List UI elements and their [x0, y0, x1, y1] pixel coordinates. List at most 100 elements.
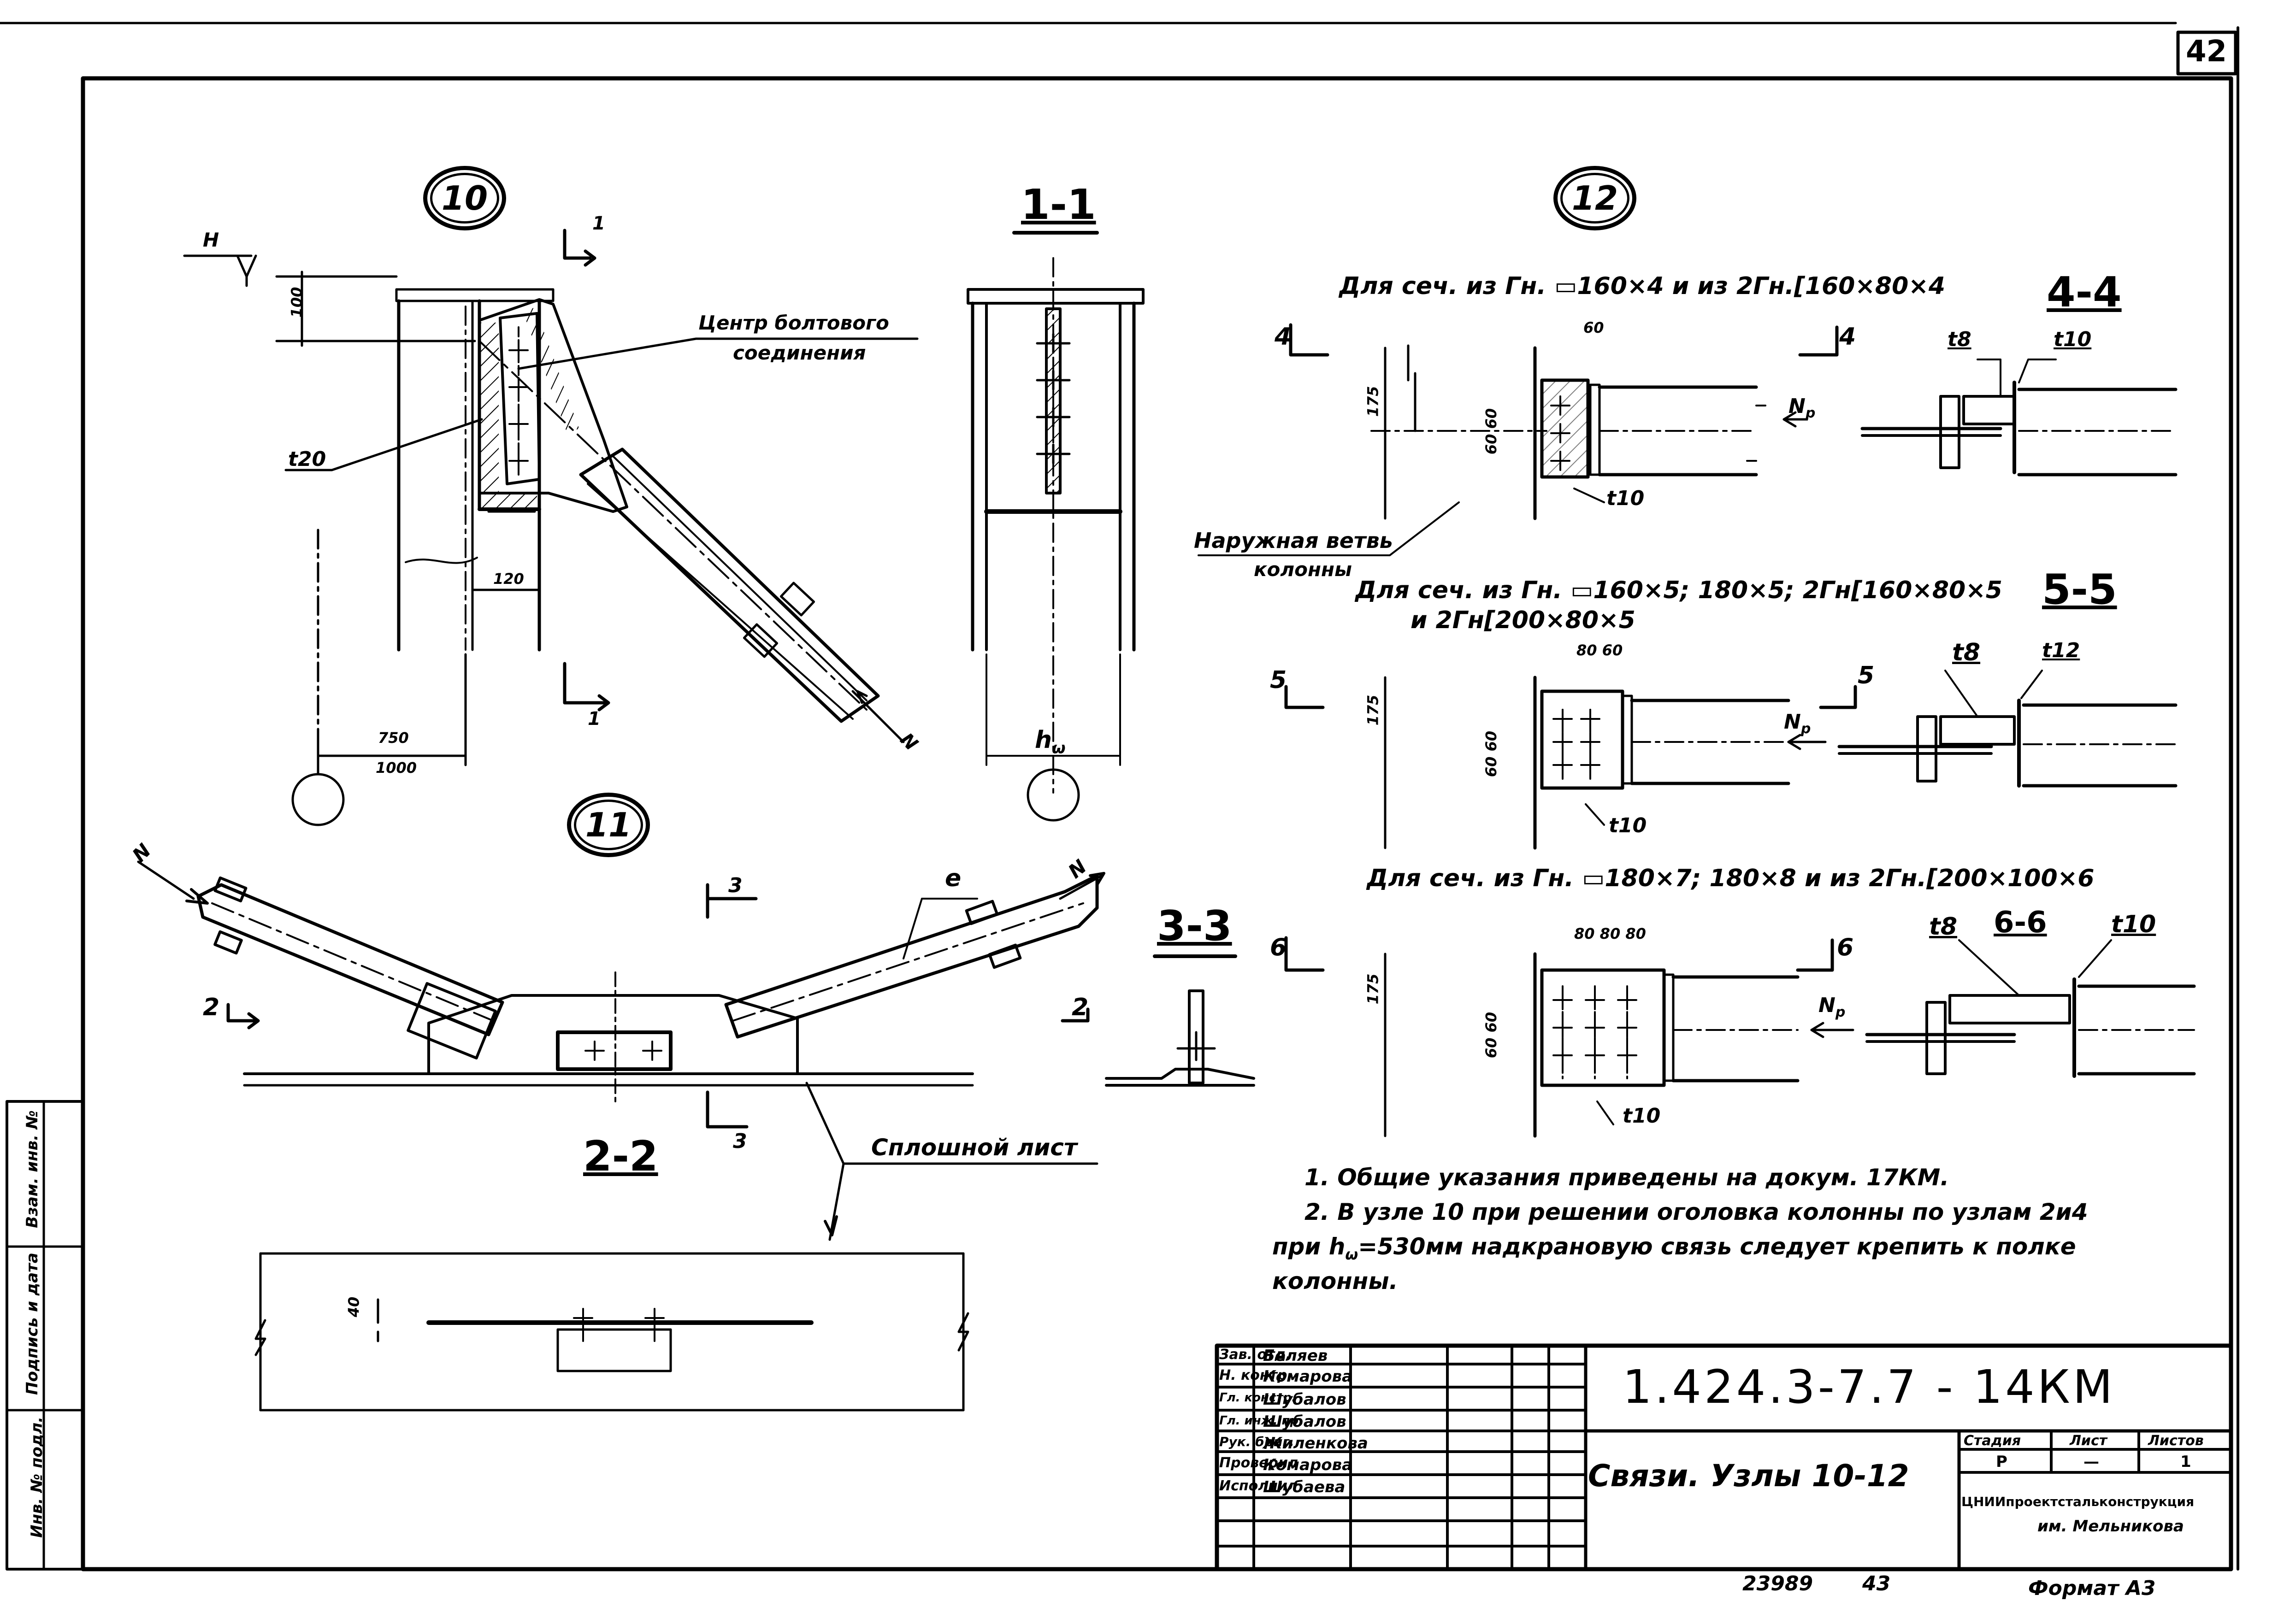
- role-2: Н. контр.: [1219, 1367, 1293, 1383]
- node-12-variant-1: [1198, 323, 1839, 556]
- role-5: Рук. бриг.: [1219, 1434, 1294, 1449]
- outer-branch-label-1: Наружная ветвь: [1194, 528, 1393, 553]
- v1-np-main: N: [1788, 394, 1806, 418]
- role-7: Исполнил: [1219, 1478, 1298, 1494]
- note-2b-rest: =530мм надкрановую связь следует крепить…: [1358, 1233, 2076, 1260]
- section-5-5-t8: t8: [1952, 639, 1981, 666]
- note-2b-sub: ω: [1345, 1246, 1358, 1263]
- node-12-marker: 12: [1553, 166, 1636, 230]
- node-10-marker: 10: [423, 166, 506, 230]
- side-stamp-sign: Подпись и дата: [23, 1253, 41, 1395]
- variant-3-caption: Для сеч. из Гн. ▭180×7; 180×8 и из 2Гн.[…: [1367, 865, 2095, 892]
- role-3: Гл. констр.: [1219, 1391, 1296, 1405]
- section-4-4-drawing: [1860, 359, 2178, 477]
- sheet-header: Лист: [2070, 1433, 2107, 1449]
- v1-dim-6060: 60 60: [1482, 408, 1500, 455]
- dim-100: 100: [288, 287, 306, 318]
- v2-np: Nр: [1784, 712, 1811, 736]
- drawing-title: Связи. Узлы 10-12: [1588, 1458, 1909, 1494]
- paper-format: Формат А3: [2028, 1577, 2156, 1600]
- cut-1-top: 1: [592, 213, 605, 234]
- name-5: Жиленкова: [1263, 1434, 1368, 1453]
- inventory-number: 23989: [1742, 1572, 1813, 1595]
- section-6-6-title: 6-6: [1994, 906, 2047, 940]
- section-2-2-title: 2-2: [583, 1132, 658, 1181]
- dim-1000: 1000: [376, 759, 417, 777]
- sheets-value: 1: [2180, 1453, 2191, 1471]
- sheet-frame: [0, 22, 2239, 1571]
- section-1-1-title: 1-1: [1021, 181, 1096, 229]
- section-6-6-t8: t8: [1929, 913, 1958, 941]
- role-4: Гл. инж. пр.: [1219, 1414, 1303, 1428]
- node-11-drawing: [137, 860, 1105, 1241]
- stage-value: Р: [1996, 1453, 2007, 1471]
- hw-main: h: [1035, 726, 1052, 754]
- note-1: 1. Общие указания приведены на докум. 17…: [1304, 1164, 1949, 1191]
- v3-np-sub: р: [1835, 1004, 1846, 1020]
- v2-t10: t10: [1609, 814, 1647, 837]
- cut-2-left: 2: [203, 994, 220, 1021]
- section-5-5-drawing: [1837, 670, 2178, 788]
- cut-6-right: 6: [1837, 934, 1854, 961]
- v2-dim-6060: 60 60: [1482, 730, 1500, 777]
- outer-branch-label-2: колонны: [1254, 558, 1352, 581]
- note-2a: 2. В узле 10 при решении оголовка колонн…: [1304, 1199, 2088, 1225]
- cut-2-right: 2: [1072, 994, 1089, 1021]
- sheet-number: 42: [2186, 35, 2227, 69]
- side-stamp-replace: Взам. инв. №: [23, 1110, 41, 1228]
- inventory-number-2: 43: [1862, 1572, 1891, 1595]
- section-3-3-title: 3-3: [1157, 902, 1232, 950]
- org-name-2: им. Мельникова: [2037, 1517, 2184, 1536]
- v3-np-main: N: [1818, 994, 1836, 1017]
- stage-header: Стадия: [1964, 1433, 2021, 1449]
- note-2b-main: при h: [1272, 1233, 1346, 1260]
- cut-1-bottom: 1: [588, 708, 601, 730]
- node-12-variant-3: [1284, 936, 1854, 1138]
- node-10-number: 10: [441, 179, 488, 218]
- org-name: ЦНИИпроектстальконструкция: [1961, 1494, 2195, 1509]
- v3-t10: t10: [1623, 1104, 1661, 1128]
- node-11-number: 11: [585, 806, 632, 844]
- section-6-6-t10: t10: [2111, 911, 2156, 938]
- node-10-drawing: [183, 229, 919, 826]
- role-6: Проверил: [1219, 1455, 1298, 1471]
- solid-sheet-label: Сплошной лист: [871, 1134, 1077, 1161]
- cut-3-top: 3: [728, 874, 743, 897]
- section-4-4-t8: t8: [1948, 328, 1971, 351]
- bolt-center-label-2: соединения: [733, 341, 866, 364]
- dim-40: 40: [345, 1296, 363, 1318]
- v1-np-sub: р: [1805, 405, 1816, 421]
- v2-dim-8060: 80 60: [1576, 641, 1623, 659]
- force-h-label: H: [203, 229, 219, 251]
- variant-2-caption-a: Для сеч. из Гн. ▭160×5; 180×5; 2Гн[160×8…: [1355, 577, 2002, 604]
- v2-np-sub: р: [1800, 720, 1811, 737]
- v1-t10: t10: [1606, 487, 1645, 510]
- section-6-6-drawing: [1865, 939, 2196, 1078]
- hw-sub: ω: [1052, 739, 1066, 758]
- section-4-4-title: 4-4: [2047, 268, 2122, 317]
- role-1: Зав. отд.: [1219, 1347, 1292, 1363]
- name-1: Беляев: [1263, 1347, 1328, 1365]
- cut-5-left: 5: [1270, 666, 1287, 694]
- sheets-header: Листов: [2148, 1433, 2204, 1449]
- v1-dim-60: 60: [1583, 319, 1604, 336]
- section-5-5-title: 5-5: [2042, 565, 2117, 614]
- section-1-1-drawing: [967, 231, 1145, 822]
- variant-1-caption: Для сеч. из Гн. ▭160×4 и из 2Гн.[160×80×…: [1339, 272, 1946, 300]
- section-4-4-t10: t10: [2054, 328, 2092, 351]
- node-11-marker: 11: [567, 793, 650, 857]
- plate-t20-label: t20: [288, 447, 326, 471]
- v2-dim-175: 175: [1364, 694, 1382, 726]
- v2-np-main: N: [1784, 710, 1801, 734]
- name-2: Комарова: [1263, 1367, 1353, 1386]
- side-stamp-inv: Инв. № подл.: [28, 1416, 46, 1538]
- bolt-center-label-1: Центр болтового: [698, 312, 889, 334]
- doc-code: 1.424.3-7.7 - 14КМ: [1623, 1360, 2115, 1414]
- v1-np: Nр: [1788, 396, 1815, 420]
- name-7: Шубаева: [1263, 1478, 1346, 1496]
- v3-dim-175: 175: [1364, 973, 1382, 1005]
- title-block-frame: [1215, 1343, 2233, 1571]
- v3-np: Nр: [1818, 995, 1845, 1019]
- node-12-number: 12: [1571, 179, 1618, 218]
